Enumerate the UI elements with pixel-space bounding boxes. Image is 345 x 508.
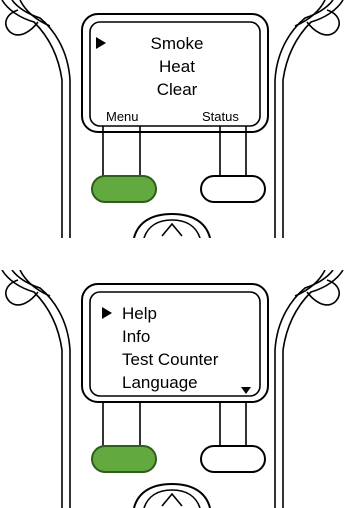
device-body-outline — [1, 0, 344, 238]
menu-item-info[interactable]: Info — [122, 327, 151, 346]
menu-item-smoke[interactable]: Smoke — [150, 34, 204, 53]
menu-item-clear[interactable]: Clear — [156, 80, 198, 99]
scroll-down-icon — [241, 387, 251, 394]
menu-item-language[interactable]: Language — [122, 373, 198, 392]
left-softkey-button[interactable] — [91, 445, 157, 473]
right-softkey-button[interactable] — [200, 175, 266, 203]
device-body-outline — [1, 270, 344, 508]
device-view-menu: Help Info Test Counter Language — [0, 270, 345, 508]
menu-item-heat[interactable]: Heat — [159, 57, 195, 76]
selection-arrow-icon — [96, 37, 106, 49]
softkey-status-label: Status — [202, 109, 239, 124]
menu-item-help[interactable]: Help — [122, 304, 157, 323]
softkey-menu-label: Menu — [106, 109, 139, 124]
right-softkey-button[interactable] — [200, 445, 266, 473]
left-softkey-button[interactable] — [91, 175, 157, 203]
menu-item-test-counter[interactable]: Test Counter — [122, 350, 219, 369]
selection-arrow-icon — [102, 307, 112, 319]
device-view-main: Smoke Heat Clear Menu Status — [0, 0, 345, 238]
